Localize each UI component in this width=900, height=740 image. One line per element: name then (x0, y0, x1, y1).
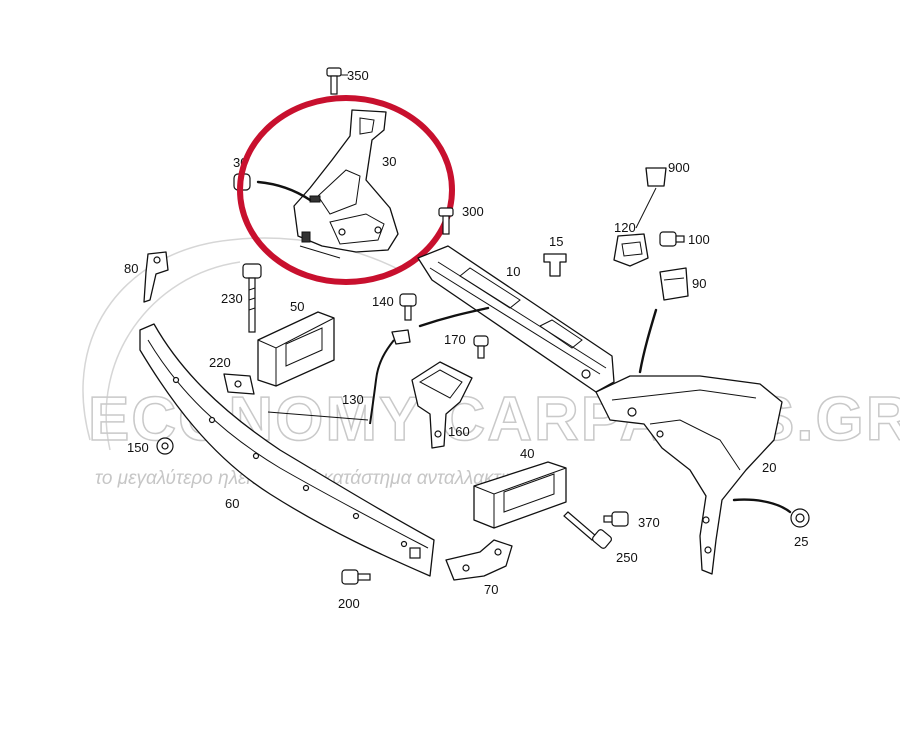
part-100-bolt[interactable] (659, 231, 685, 247)
part-170-bolt[interactable] (473, 335, 489, 359)
label-200: 200 (338, 596, 360, 611)
part-15-clip[interactable] (543, 253, 567, 277)
label-30-right: 30 (382, 154, 396, 169)
part-150-grommet[interactable] (156, 437, 174, 455)
part-140-bolt[interactable] (399, 293, 490, 328)
part-90-latch[interactable] (638, 267, 689, 374)
part-200-bolt[interactable] (341, 569, 371, 585)
label-60: 60 (225, 496, 239, 511)
part-370-bolt[interactable] (603, 511, 629, 527)
watermark-swoosh (105, 261, 241, 451)
label-70: 70 (484, 582, 498, 597)
part-250-bolt[interactable] (563, 511, 613, 550)
part-220-plate[interactable] (223, 373, 255, 395)
label-140: 140 (372, 294, 394, 309)
label-900: 900 (668, 160, 690, 175)
label-150: 150 (127, 440, 149, 455)
label-15: 15 (549, 234, 563, 249)
part-80-bracket[interactable] (143, 251, 169, 303)
highlight-circle (237, 95, 455, 285)
label-40: 40 (520, 446, 534, 461)
label-25: 25 (794, 534, 808, 549)
part-120-latch[interactable] (613, 233, 649, 267)
label-120: 120 (614, 220, 636, 235)
label-90: 90 (692, 276, 706, 291)
label-20: 20 (762, 460, 776, 475)
label-100: 100 (688, 232, 710, 247)
label-350: 350 (347, 68, 369, 83)
label-220: 220 (209, 355, 231, 370)
part-25-grommet[interactable] (732, 498, 810, 528)
label-370: 370 (638, 515, 660, 530)
label-250: 250 (616, 550, 638, 565)
part-70-bracket[interactable] (445, 539, 513, 581)
part-60-bumper-beam[interactable] (139, 323, 435, 577)
label-300: 300 (462, 204, 484, 219)
label-130: 130 (342, 392, 364, 407)
label-80: 80 (124, 261, 138, 276)
label-160: 160 (448, 424, 470, 439)
part-230-bolt[interactable] (242, 263, 262, 333)
part-30-bracket[interactable] (293, 109, 399, 259)
part-20-side-carrier[interactable] (595, 375, 783, 575)
part-350-bolt[interactable] (326, 67, 348, 95)
part-50-crash-box[interactable] (257, 311, 335, 387)
part-130-cable[interactable] (267, 329, 411, 425)
part-900-sticker[interactable] (635, 167, 667, 229)
part-10-cross-member[interactable] (417, 245, 615, 393)
part-160-bracket[interactable] (411, 361, 473, 449)
label-230: 230 (221, 291, 243, 306)
part-40-crash-box[interactable] (473, 461, 567, 529)
label-10: 10 (506, 264, 520, 279)
label-170: 170 (444, 332, 466, 347)
part-30-clip[interactable] (233, 173, 312, 202)
label-50: 50 (290, 299, 304, 314)
part-300-bolt[interactable] (438, 207, 454, 235)
